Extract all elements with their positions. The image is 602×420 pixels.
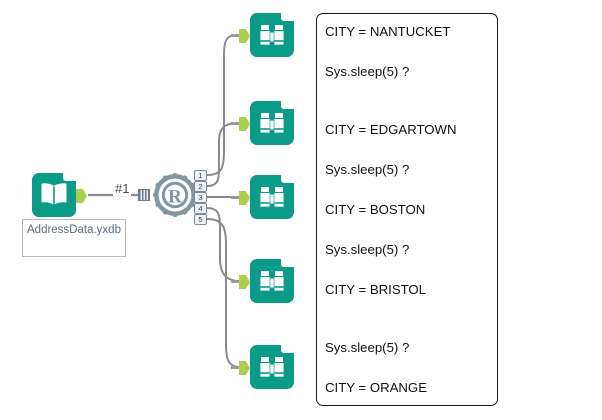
r-output-anchor-2[interactable]: 2 [194,181,207,192]
tool-notch [281,345,294,353]
output-line: Sys.sleep(5) ? [325,242,410,257]
tool-notch [281,175,294,183]
r-output-anchor-5[interactable]: 5 [194,214,207,225]
browse-wire-stub [231,280,240,283]
output-line: Sys.sleep(5) ? [325,64,410,79]
r-output-anchor-4[interactable]: 4 [194,203,207,214]
r-output-anchor-3[interactable]: 3 [194,192,207,203]
browse-wire-stub [231,366,240,369]
tool-r[interactable]: R [152,172,198,218]
tool-browse-3[interactable] [231,175,294,219]
tool-browse-2[interactable] [231,101,294,145]
output-line: Sys.sleep(5) ? [325,162,410,177]
svg-text:R: R [168,187,182,208]
tool-notch [281,13,294,21]
browse-tool-body[interactable] [250,101,294,145]
r-output-anchor-1[interactable]: 1 [194,170,207,181]
browse-tool-body[interactable] [250,175,294,219]
browse-input-anchor[interactable] [239,361,250,375]
output-line: Sys.sleep(5) ? [325,340,410,355]
results-output-panel[interactable]: CITY = NANTUCKET Sys.sleep(5) ? CITY = E… [316,13,498,406]
tool-notch [281,101,294,109]
open-book-icon [41,183,67,205]
output-line: CITY = NANTUCKET [325,24,451,39]
browse-tool-body[interactable] [250,259,294,303]
connection-label: #1 [113,181,132,196]
tool-browse-1[interactable] [231,13,294,57]
output-line: CITY = ORANGE [325,380,427,395]
binoculars-icon [260,25,284,45]
input-data-tool-label: AddressData.yxdb [22,219,126,257]
wire-anchor-1 [206,34,241,176]
wire-anchor-5 [206,218,241,368]
tool-notch [281,259,294,267]
binoculars-icon [260,357,284,377]
browse-tool-body[interactable] [250,13,294,57]
r-tool-input-anchor[interactable] [138,189,150,201]
wire-anchor-2 [206,122,241,187]
output-line: CITY = BOSTON [325,202,426,217]
browse-input-anchor[interactable] [239,117,250,131]
output-line: CITY = BRISTOL [325,282,427,297]
binoculars-icon [260,271,284,291]
input-data-output-anchor[interactable] [76,189,87,203]
tool-browse-5[interactable] [231,345,294,389]
browse-input-anchor[interactable] [239,29,250,43]
binoculars-icon [260,113,284,133]
wire-anchor-4 [206,207,241,282]
tool-notch [63,173,76,181]
browse-wire-stub [231,122,240,125]
input-data-tool-body[interactable] [32,173,76,217]
tool-browse-4[interactable] [231,259,294,303]
browse-wire-stub [231,196,240,199]
binoculars-icon [260,187,284,207]
browse-input-anchor[interactable] [239,275,250,289]
browse-tool-body[interactable] [250,345,294,389]
output-line: CITY = EDGARTOWN [325,122,457,137]
browse-input-anchor[interactable] [239,191,250,205]
r-gear-icon: R [153,173,197,217]
tool-input-data[interactable] [32,173,87,217]
browse-wire-stub [231,34,240,37]
